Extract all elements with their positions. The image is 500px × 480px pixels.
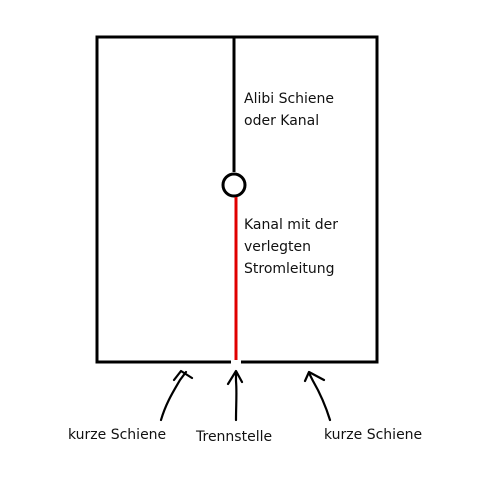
left-short-rail-label: kurze Schiene	[68, 427, 167, 443]
connector-circle	[221, 172, 247, 198]
right-short-rail-label: kurze Schiene	[324, 427, 423, 443]
rail-label-line2: oder Kanal	[244, 113, 320, 129]
channel-label-line2: verlegten	[244, 239, 312, 255]
rail-label-line1: Alibi Schiene	[244, 91, 335, 107]
separation-point-label: Trennstelle	[196, 429, 273, 445]
channel-label-line3: Stromleitung	[244, 261, 335, 277]
arrow-right	[303, 370, 332, 422]
channel-label-line1: Kanal mit der	[244, 217, 339, 233]
arrow-center	[226, 369, 244, 422]
arrow-left	[159, 369, 194, 422]
